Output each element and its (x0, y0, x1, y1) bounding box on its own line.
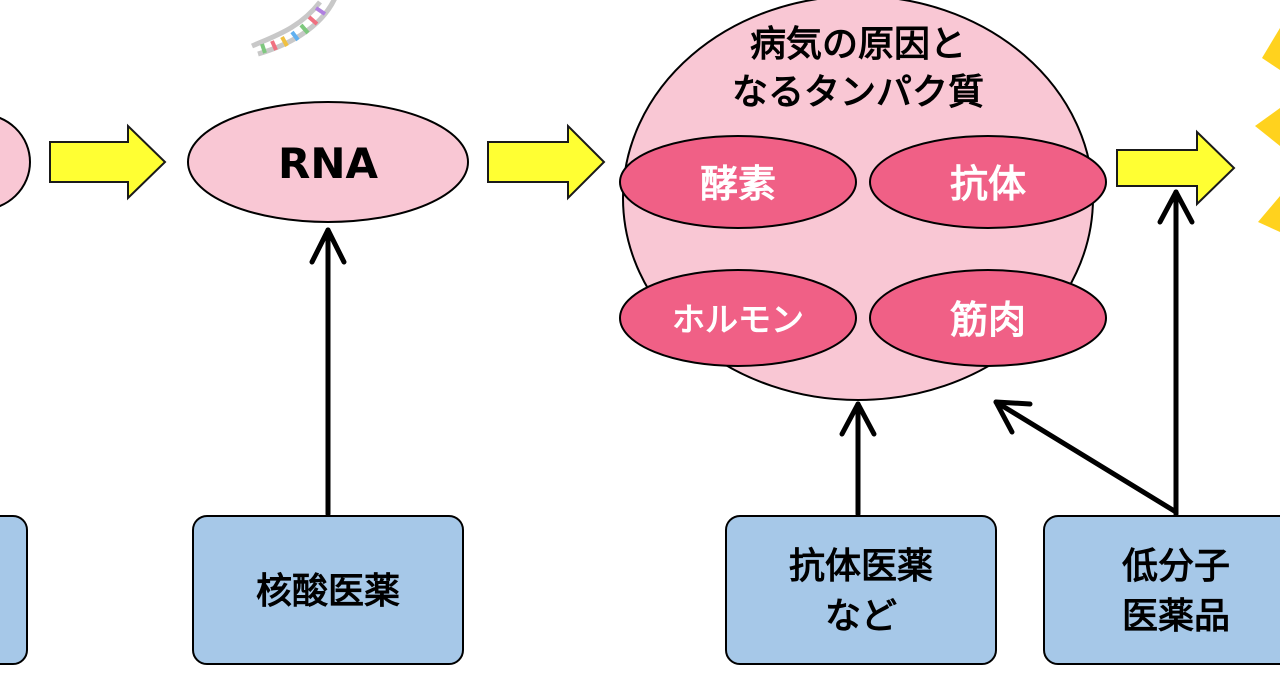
hormone-label: ホルモン (672, 300, 804, 339)
dna-node-partial (0, 116, 31, 208)
muscle-label: 筋肉 (950, 298, 1026, 342)
small-molecule-label-line2: 医薬品 (1122, 596, 1230, 637)
muscle-node (869, 269, 1107, 367)
enzyme-node (619, 135, 857, 229)
small-molecule-label-line1: 低分子 (1122, 546, 1230, 587)
flow-arrow-1 (49, 123, 167, 201)
flow-arrow-3 (1116, 129, 1236, 207)
arrow-small-to-output-head (1157, 189, 1195, 225)
rna-label: RNA (278, 139, 378, 188)
antibody-label: 抗体 (950, 162, 1026, 206)
enzyme-label: 酵素 (700, 162, 776, 206)
rna-node (187, 101, 469, 223)
arrow-small-to-protein (993, 399, 1179, 515)
nucleic-acid-drug-label: 核酸医薬 (256, 571, 400, 612)
burst-bottom-partial (1258, 196, 1280, 232)
burst-top-partial (1262, 28, 1280, 70)
antibody-drug-label-line2: など (825, 596, 897, 637)
antibody-node (869, 135, 1107, 229)
protein-title-line2: なるタンパク質 (732, 72, 984, 113)
flow-arrow-2 (487, 123, 606, 201)
small-molecule-drug-box (1043, 515, 1280, 665)
arrow-nucleic-to-rna-head (309, 227, 347, 265)
arrow-small-to-protein-head (993, 399, 1033, 435)
nucleic-acid-drug-box (192, 515, 464, 665)
inhibition-arrows (309, 189, 1195, 517)
antibody-drug-box (725, 515, 997, 665)
arrow-antibody-to-protein-head (839, 401, 877, 437)
protein-title-line1: 病気の原因と (750, 24, 966, 65)
dna-helix-icon (251, 0, 337, 57)
hormone-node (619, 269, 857, 367)
drug-box-partial (0, 515, 28, 665)
burst-middle-partial (1255, 108, 1280, 146)
antibody-drug-label-line1: 抗体医薬 (789, 545, 933, 587)
